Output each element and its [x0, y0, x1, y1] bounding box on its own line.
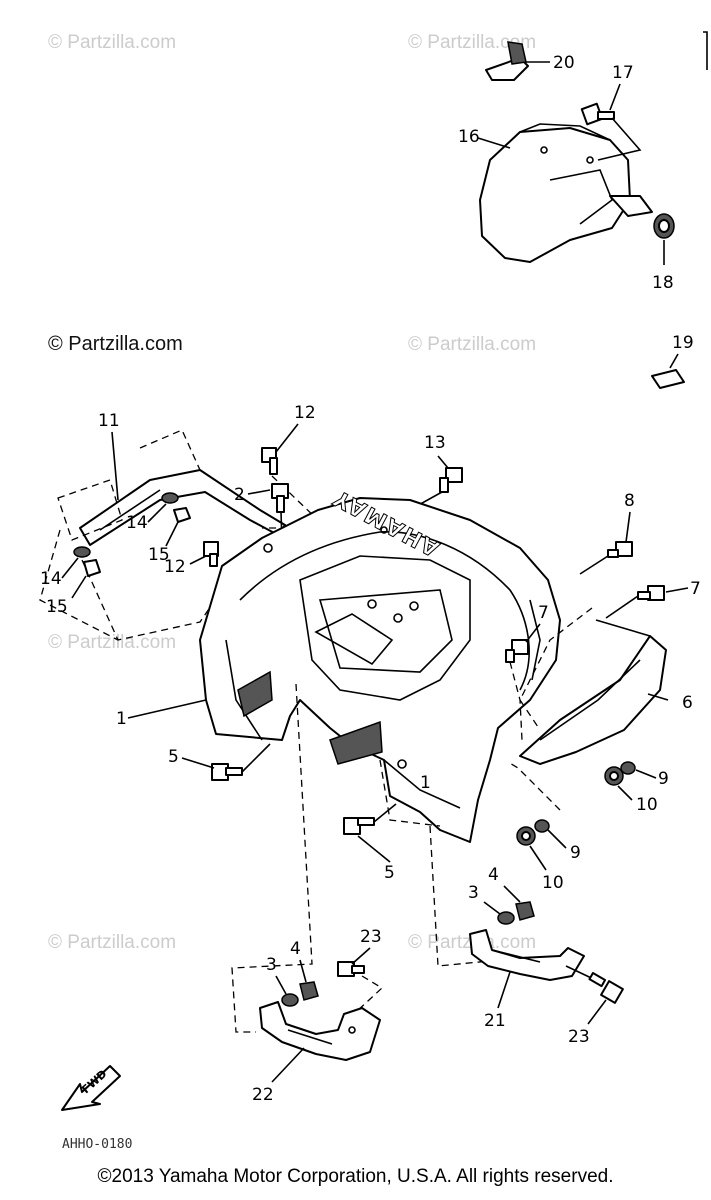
callout-4: 4: [488, 865, 499, 885]
part-6-rear-panel: [519, 619, 667, 765]
part-13-bolt: [439, 467, 463, 493]
callout-10: 10: [636, 795, 658, 815]
part-8-bolt: [607, 541, 633, 558]
callout-19: 19: [672, 333, 694, 353]
parts-diagram: © Partzilla.com © Partzilla.com © Partzi…: [39, 31, 708, 1152]
part-18-nut: [653, 213, 675, 239]
part-17-bolt: [580, 102, 615, 126]
watermark: © Partzilla.com: [408, 334, 536, 355]
fwd-arrow-icon: [61, 1065, 121, 1111]
callout-3: 3: [266, 955, 277, 975]
part-19-pad: [651, 369, 685, 389]
callout-7: 7: [690, 579, 701, 599]
callout-6: 6: [682, 693, 693, 713]
callout-1: 1: [116, 709, 127, 729]
callout-14: 14: [40, 569, 62, 589]
callout-9: 9: [658, 769, 669, 789]
part-20-clip: [485, 41, 550, 81]
part-23-bolt-left: [337, 961, 365, 977]
callout-1: 1: [420, 773, 431, 793]
callout-17: 17: [612, 63, 634, 83]
copyright-notice: ©2013 Yamaha Motor Corporation, U.S.A. A…: [97, 1166, 614, 1187]
callout-14: 14: [126, 513, 148, 533]
part-5-bolt-left: [211, 763, 243, 781]
part-15-nut: [83, 507, 191, 577]
part-22-grab-handle: [259, 1001, 381, 1061]
callout-2: 2: [234, 485, 245, 505]
callout-23: 23: [360, 927, 382, 947]
part-23-bolt-right: [588, 972, 624, 1004]
drawing-code: AHHO-0180: [62, 1137, 132, 1152]
part-11-stay: [79, 469, 286, 546]
callout-10: 10: [542, 873, 564, 893]
part-7-bolt-mid: [505, 639, 529, 663]
callout-9: 9: [570, 843, 581, 863]
callout-15: 15: [46, 597, 68, 617]
part-3-washer-left: [281, 993, 299, 1007]
watermark: © Partzilla.com: [408, 32, 536, 53]
part-4-nut-right: [515, 901, 535, 921]
watermark: © Partzilla.com: [48, 333, 183, 355]
watermark: © Partzilla.com: [48, 632, 176, 653]
watermark: © Partzilla.com: [48, 32, 176, 53]
callout-4: 4: [290, 939, 301, 959]
part-12-bolt-mid: [203, 541, 219, 567]
callout-5: 5: [168, 747, 179, 767]
callout-12: 12: [164, 557, 186, 577]
edge-mark: [703, 31, 708, 70]
callout-21: 21: [484, 1011, 506, 1031]
part-9-washer: [534, 761, 636, 833]
callout-20: 20: [553, 53, 575, 73]
part-7-bolt-right: [637, 585, 665, 601]
callout-22: 22: [252, 1085, 274, 1105]
callout-13: 13: [424, 433, 446, 453]
callout-12: 12: [294, 403, 316, 423]
callout-7: 7: [538, 603, 549, 623]
part-21-grab-handle: [469, 929, 585, 981]
callout-3: 3: [468, 883, 479, 903]
callout-5: 5: [384, 863, 395, 883]
watermark: © Partzilla.com: [48, 932, 176, 953]
part-2-bolt: [271, 483, 289, 513]
callout-16: 16: [458, 127, 480, 147]
part-1-rear-fender: [199, 497, 561, 843]
part-3-washer-right: [497, 911, 515, 925]
callout-11: 11: [98, 411, 120, 431]
part-12-bolt-top: [261, 447, 278, 475]
part-16-cover: [479, 123, 653, 263]
callout-23: 23: [568, 1027, 590, 1047]
callout-18: 18: [652, 273, 674, 293]
part-4-nut-left: [299, 981, 319, 1001]
part-10-nut: [516, 766, 624, 846]
callout-15: 15: [148, 545, 170, 565]
part-14-washer: [73, 492, 179, 558]
part-5-bolt-right: [343, 817, 375, 835]
callout-8: 8: [624, 491, 635, 511]
